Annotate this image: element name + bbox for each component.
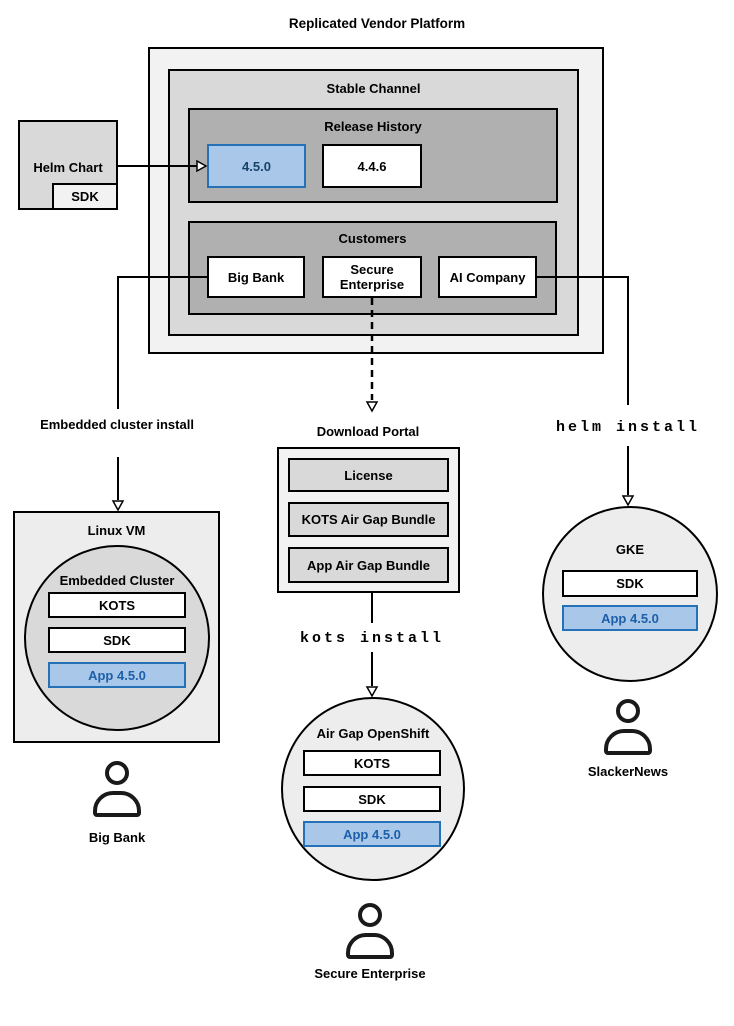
helm-chart-sdk-box: SDK [52, 183, 118, 210]
release-4-5-0-box: 4.5.0 [207, 144, 306, 188]
vendor-platform-frame: Stable Channel Release History 4.5.0 4.4… [148, 47, 604, 354]
gke-arrowhead [621, 495, 635, 507]
stable-channel-label: Stable Channel [326, 81, 421, 96]
release-4-4-6-box: 4.4.6 [322, 144, 422, 188]
secure-enterprise-person-icon [358, 903, 382, 927]
slackernews-persona-label: SlackerNews [587, 764, 669, 779]
helm-install-label: helm install [555, 419, 701, 436]
embedded-cluster-label: Embedded Cluster [59, 573, 175, 588]
slackernews-person-icon [616, 699, 640, 723]
customers-label: Customers [338, 231, 407, 246]
kots-install-label: kots install [299, 630, 445, 647]
helm-chart-box: Helm Chart SDK [18, 120, 118, 210]
diagram-title: Replicated Vendor Platform [288, 16, 466, 31]
customer-big-bank-box: Big Bank [207, 256, 305, 298]
app-air-gap-bundle-box: App Air Gap Bundle [288, 547, 449, 583]
openshift-sdk-box: SDK [303, 786, 441, 812]
helm-chart-label: Helm Chart [33, 160, 103, 175]
secure-enterprise-person-icon-body [346, 933, 394, 959]
linux-vm-kots-box: KOTS [48, 592, 186, 618]
linux-vm-sdk-box: SDK [48, 627, 186, 653]
secure-enterprise-persona-label: Secure Enterprise [314, 966, 426, 981]
big-bank-person-icon [105, 761, 129, 785]
air-gap-openshift-label: Air Gap OpenShift [316, 726, 430, 741]
air-gap-openshift-circle: Air Gap OpenShift KOTS SDK App 4.5.0 [281, 697, 465, 881]
embedded-cluster-circle: Embedded Cluster KOTS SDK App 4.5.0 [24, 545, 210, 731]
linux-vm-app-box: App 4.5.0 [48, 662, 186, 688]
gke-circle: GKE SDK App 4.5.0 [542, 506, 718, 682]
slackernews-person-icon-body [604, 729, 652, 755]
gke-sdk-box: SDK [562, 570, 698, 597]
openshift-arrowhead [365, 686, 379, 698]
stable-channel-frame: Stable Channel Release History 4.5.0 4.4… [168, 69, 579, 336]
openshift-kots-box: KOTS [303, 750, 441, 776]
release-history-label: Release History [324, 119, 422, 134]
download-portal-label: Download Portal [316, 424, 420, 439]
big-bank-person-icon-body [93, 791, 141, 817]
gke-label: GKE [615, 542, 645, 557]
download-portal-arrowhead [365, 401, 379, 413]
license-box: License [288, 458, 449, 492]
embedded-cluster-install-label: Embedded cluster install [40, 417, 194, 432]
big-bank-persona-label: Big Bank [88, 830, 146, 845]
download-portal-box: License KOTS Air Gap Bundle App Air Gap … [277, 447, 460, 593]
openshift-app-box: App 4.5.0 [303, 821, 441, 847]
release-history-frame: Release History 4.5.0 4.4.6 [188, 108, 558, 203]
linux-vm-label: Linux VM [87, 523, 146, 538]
gke-app-box: App 4.5.0 [562, 605, 698, 631]
linux-vm-arrowhead [111, 500, 125, 512]
customer-secure-enterprise-box: Secure Enterprise [322, 256, 422, 298]
kots-air-gap-bundle-box: KOTS Air Gap Bundle [288, 502, 449, 537]
customers-frame: Customers Big Bank Secure Enterprise AI … [188, 221, 557, 315]
linux-vm-box: Linux VM Embedded Cluster KOTS SDK App 4… [13, 511, 220, 743]
customer-ai-company-box: AI Company [438, 256, 537, 298]
